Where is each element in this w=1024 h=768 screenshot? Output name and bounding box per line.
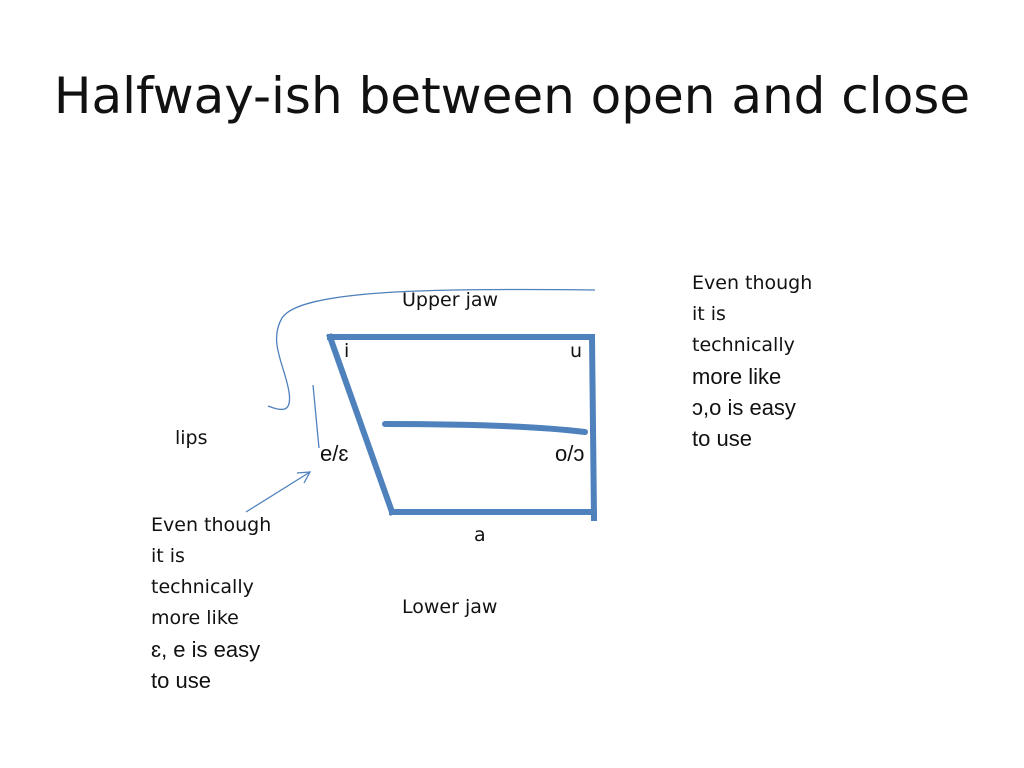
right-note-line: technically	[692, 334, 795, 356]
trapezoid-front-edge	[326, 333, 396, 516]
right-note-line: Even though	[692, 272, 813, 294]
upper-jaw-to-lips-curve	[267, 288, 596, 411]
arrow-shaft	[245, 471, 311, 513]
right-note-line: ɔ,o is easy	[692, 395, 796, 420]
vowel-i-label: i	[344, 340, 350, 362]
left-note-line: Even though	[151, 514, 272, 536]
left-note-line: technically	[151, 576, 254, 598]
vowel-e-label: e/ɛ	[320, 441, 349, 466]
upper-jaw-label: Upper jaw	[402, 289, 499, 311]
vowel-trapezoid	[326, 333, 598, 522]
vowel-a-label: a	[474, 524, 486, 546]
left-note-line: it is	[151, 545, 185, 567]
left-note-line: to use	[151, 668, 211, 693]
lower-jaw-label: Lower jaw	[402, 596, 498, 618]
right-note-line: it is	[692, 303, 726, 325]
right-note-line: more like	[692, 364, 782, 389]
trapezoid-back-edge	[588, 333, 598, 522]
right-note-line: to use	[692, 426, 752, 451]
arrow-to-e	[245, 471, 312, 513]
mid-height-curve	[382, 421, 588, 435]
left-note-line: ɛ, e is easy	[151, 637, 261, 662]
front-lips-line	[312, 384, 320, 449]
arrow-head-icon	[296, 471, 312, 484]
left-note: Even though it is technically more like …	[151, 510, 271, 696]
right-note: Even though it is technically more like …	[692, 268, 812, 454]
vowel-o-label: o/ɔ	[555, 441, 585, 466]
slide-title: Halfway-ish between open and close	[53, 67, 971, 125]
vowel-u-label: u	[570, 340, 583, 362]
left-note-line: more like	[151, 607, 239, 629]
lips-label: lips	[175, 427, 208, 449]
